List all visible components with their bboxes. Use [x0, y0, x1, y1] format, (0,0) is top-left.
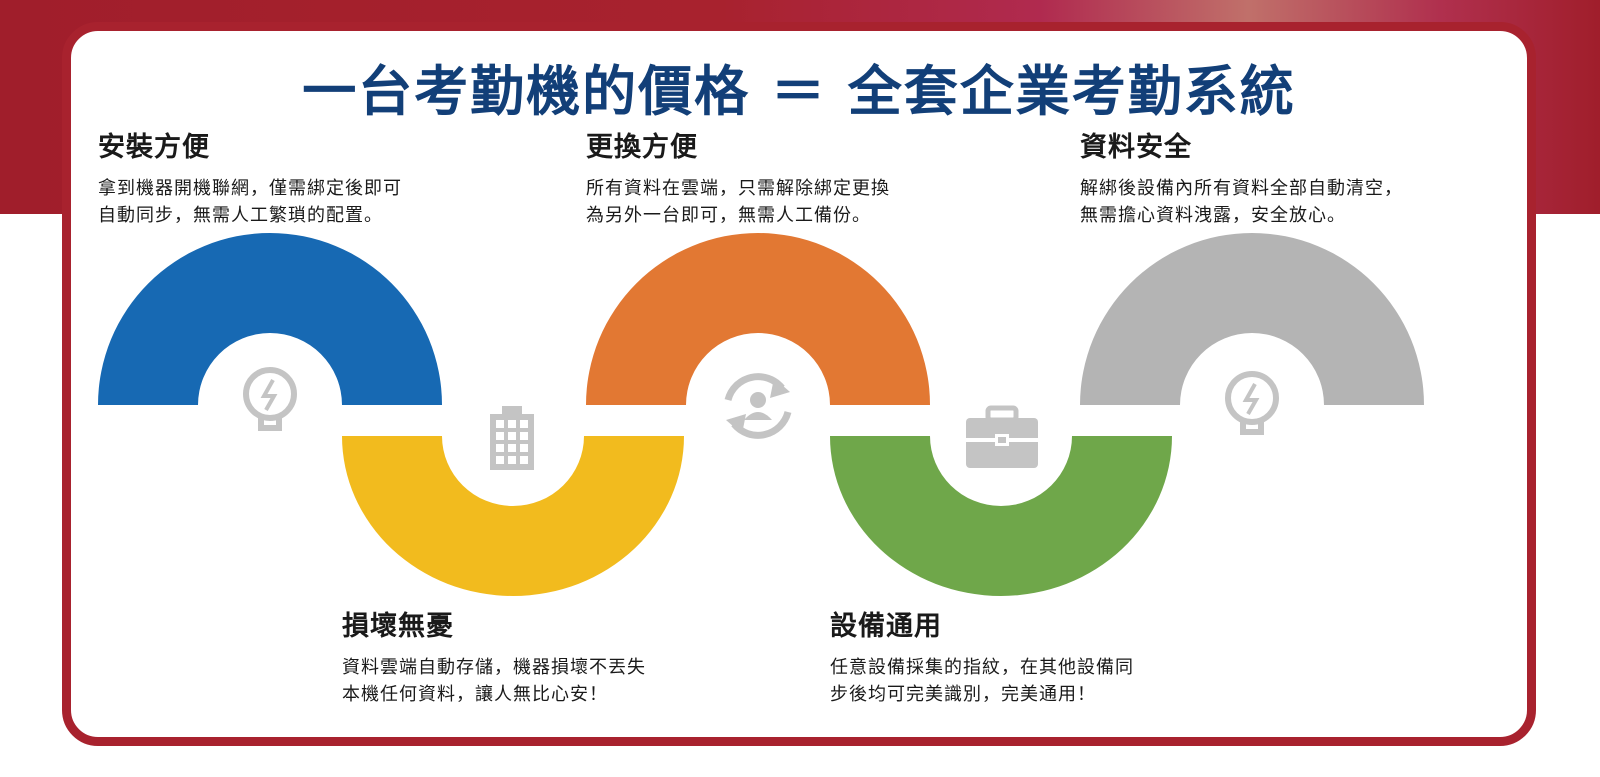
feature-device-universal: 設備通用 任意設備採集的指紋，在其他設備同步後均可完美識別，完美通用！: [830, 610, 1134, 708]
feature-description: 任意設備採集的指紋，在其他設備同步後均可完美識別，完美通用！: [830, 657, 1134, 705]
feature-heading: 更換方便: [586, 132, 698, 163]
feature-description: 所有資料在雲端，只需解除綁定更換為另外一台即可，無需人工備份。: [586, 178, 890, 226]
feature-data-security: 資料安全 解綁後設備內所有資料全部自動清空，無需擔心資料洩露，安全放心。: [1080, 131, 1403, 229]
lightbulb-icon: [243, 367, 297, 431]
feature-description: 拿到機器開機聯網，僅需綁定後即可自動同步，無需人工繁瑣的配置。: [98, 178, 402, 226]
feature-replace: 更換方便 所有資料在雲端，只需解除綁定更換為另外一台即可，無需人工備份。: [586, 131, 890, 229]
arc-data-security: [1080, 233, 1424, 405]
arc-device-universal: [830, 436, 1172, 596]
feature-description: 解綁後設備內所有資料全部自動清空，無需擔心資料洩露，安全放心。: [1080, 178, 1403, 226]
arc-replace: [586, 233, 930, 405]
feature-heading: 設備通用: [830, 611, 942, 642]
arc-install: [98, 233, 442, 405]
feature-description: 資料雲端自動存儲，機器損壞不丟失本機任何資料，讓人無比心安！: [342, 657, 646, 705]
feature-install: 安裝方便 拿到機器開機聯網，僅需綁定後即可自動同步，無需人工繁瑣的配置。: [98, 131, 402, 229]
content-card: [62, 22, 1536, 746]
building-icon: [490, 406, 534, 470]
arc-damage-worry-free: [342, 436, 684, 596]
feature-heading: 安裝方便: [98, 132, 210, 163]
page-title: 一台考勤機的價格 ＝ 全套企業考勤系統: [302, 60, 1296, 123]
feature-damage-worry-free: 損壞無憂 資料雲端自動存儲，機器損壞不丟失本機任何資料，讓人無比心安！: [342, 610, 646, 708]
feature-heading: 損壞無憂: [342, 611, 454, 642]
feature-heading: 資料安全: [1080, 132, 1192, 163]
lightbulb-icon: [1225, 371, 1279, 435]
briefcase-icon: [966, 405, 1038, 468]
user-sync-icon: [724, 373, 792, 439]
